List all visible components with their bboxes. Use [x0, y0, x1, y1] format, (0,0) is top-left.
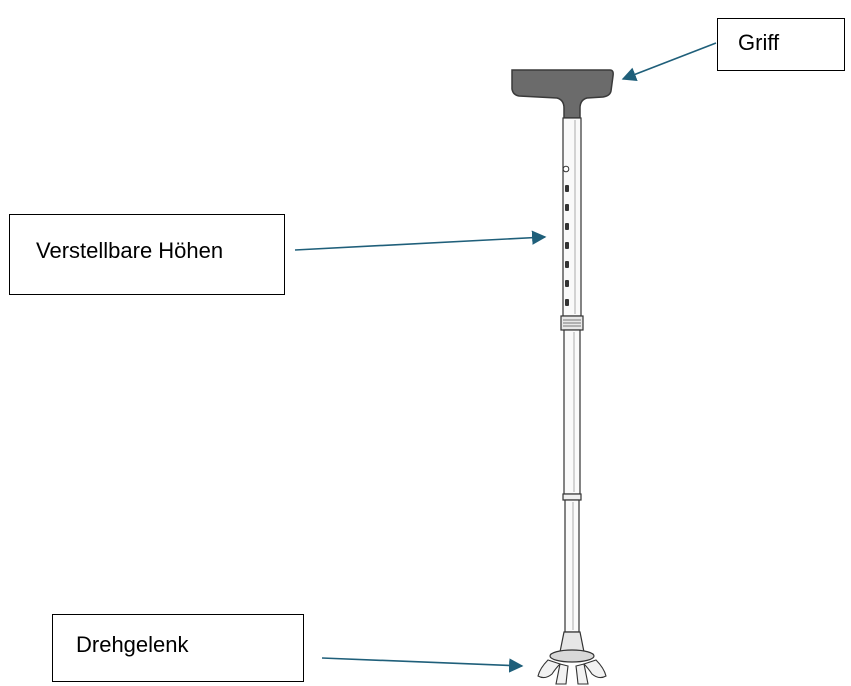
label-swivel-joint: Drehgelenk	[52, 614, 304, 682]
height-hole	[565, 280, 569, 287]
cane-adjustment-collar	[560, 315, 584, 331]
cane-swivel-base	[537, 631, 607, 685]
griff-arrow	[621, 42, 717, 82]
height-hole	[565, 261, 569, 268]
height-hole	[565, 185, 569, 192]
height-hole	[565, 223, 569, 230]
label-grip-text: Griff	[738, 29, 780, 55]
height-adjustment-holes	[565, 185, 569, 306]
joint-arrow	[321, 657, 524, 673]
height-hole	[565, 299, 569, 306]
label-adjustable-heights: Verstellbare Höhen	[9, 214, 285, 295]
height-hole	[565, 204, 569, 211]
cane-handle	[511, 69, 614, 119]
height-hole	[565, 242, 569, 249]
cane-lower-shaft	[562, 329, 582, 633]
height-arrow	[294, 230, 547, 251]
release-button-icon	[562, 165, 570, 173]
label-grip: Griff	[717, 18, 845, 71]
label-adjustable-heights-text: Verstellbare Höhen	[36, 237, 224, 263]
label-swivel-joint-text: Drehgelenk	[76, 632, 189, 657]
